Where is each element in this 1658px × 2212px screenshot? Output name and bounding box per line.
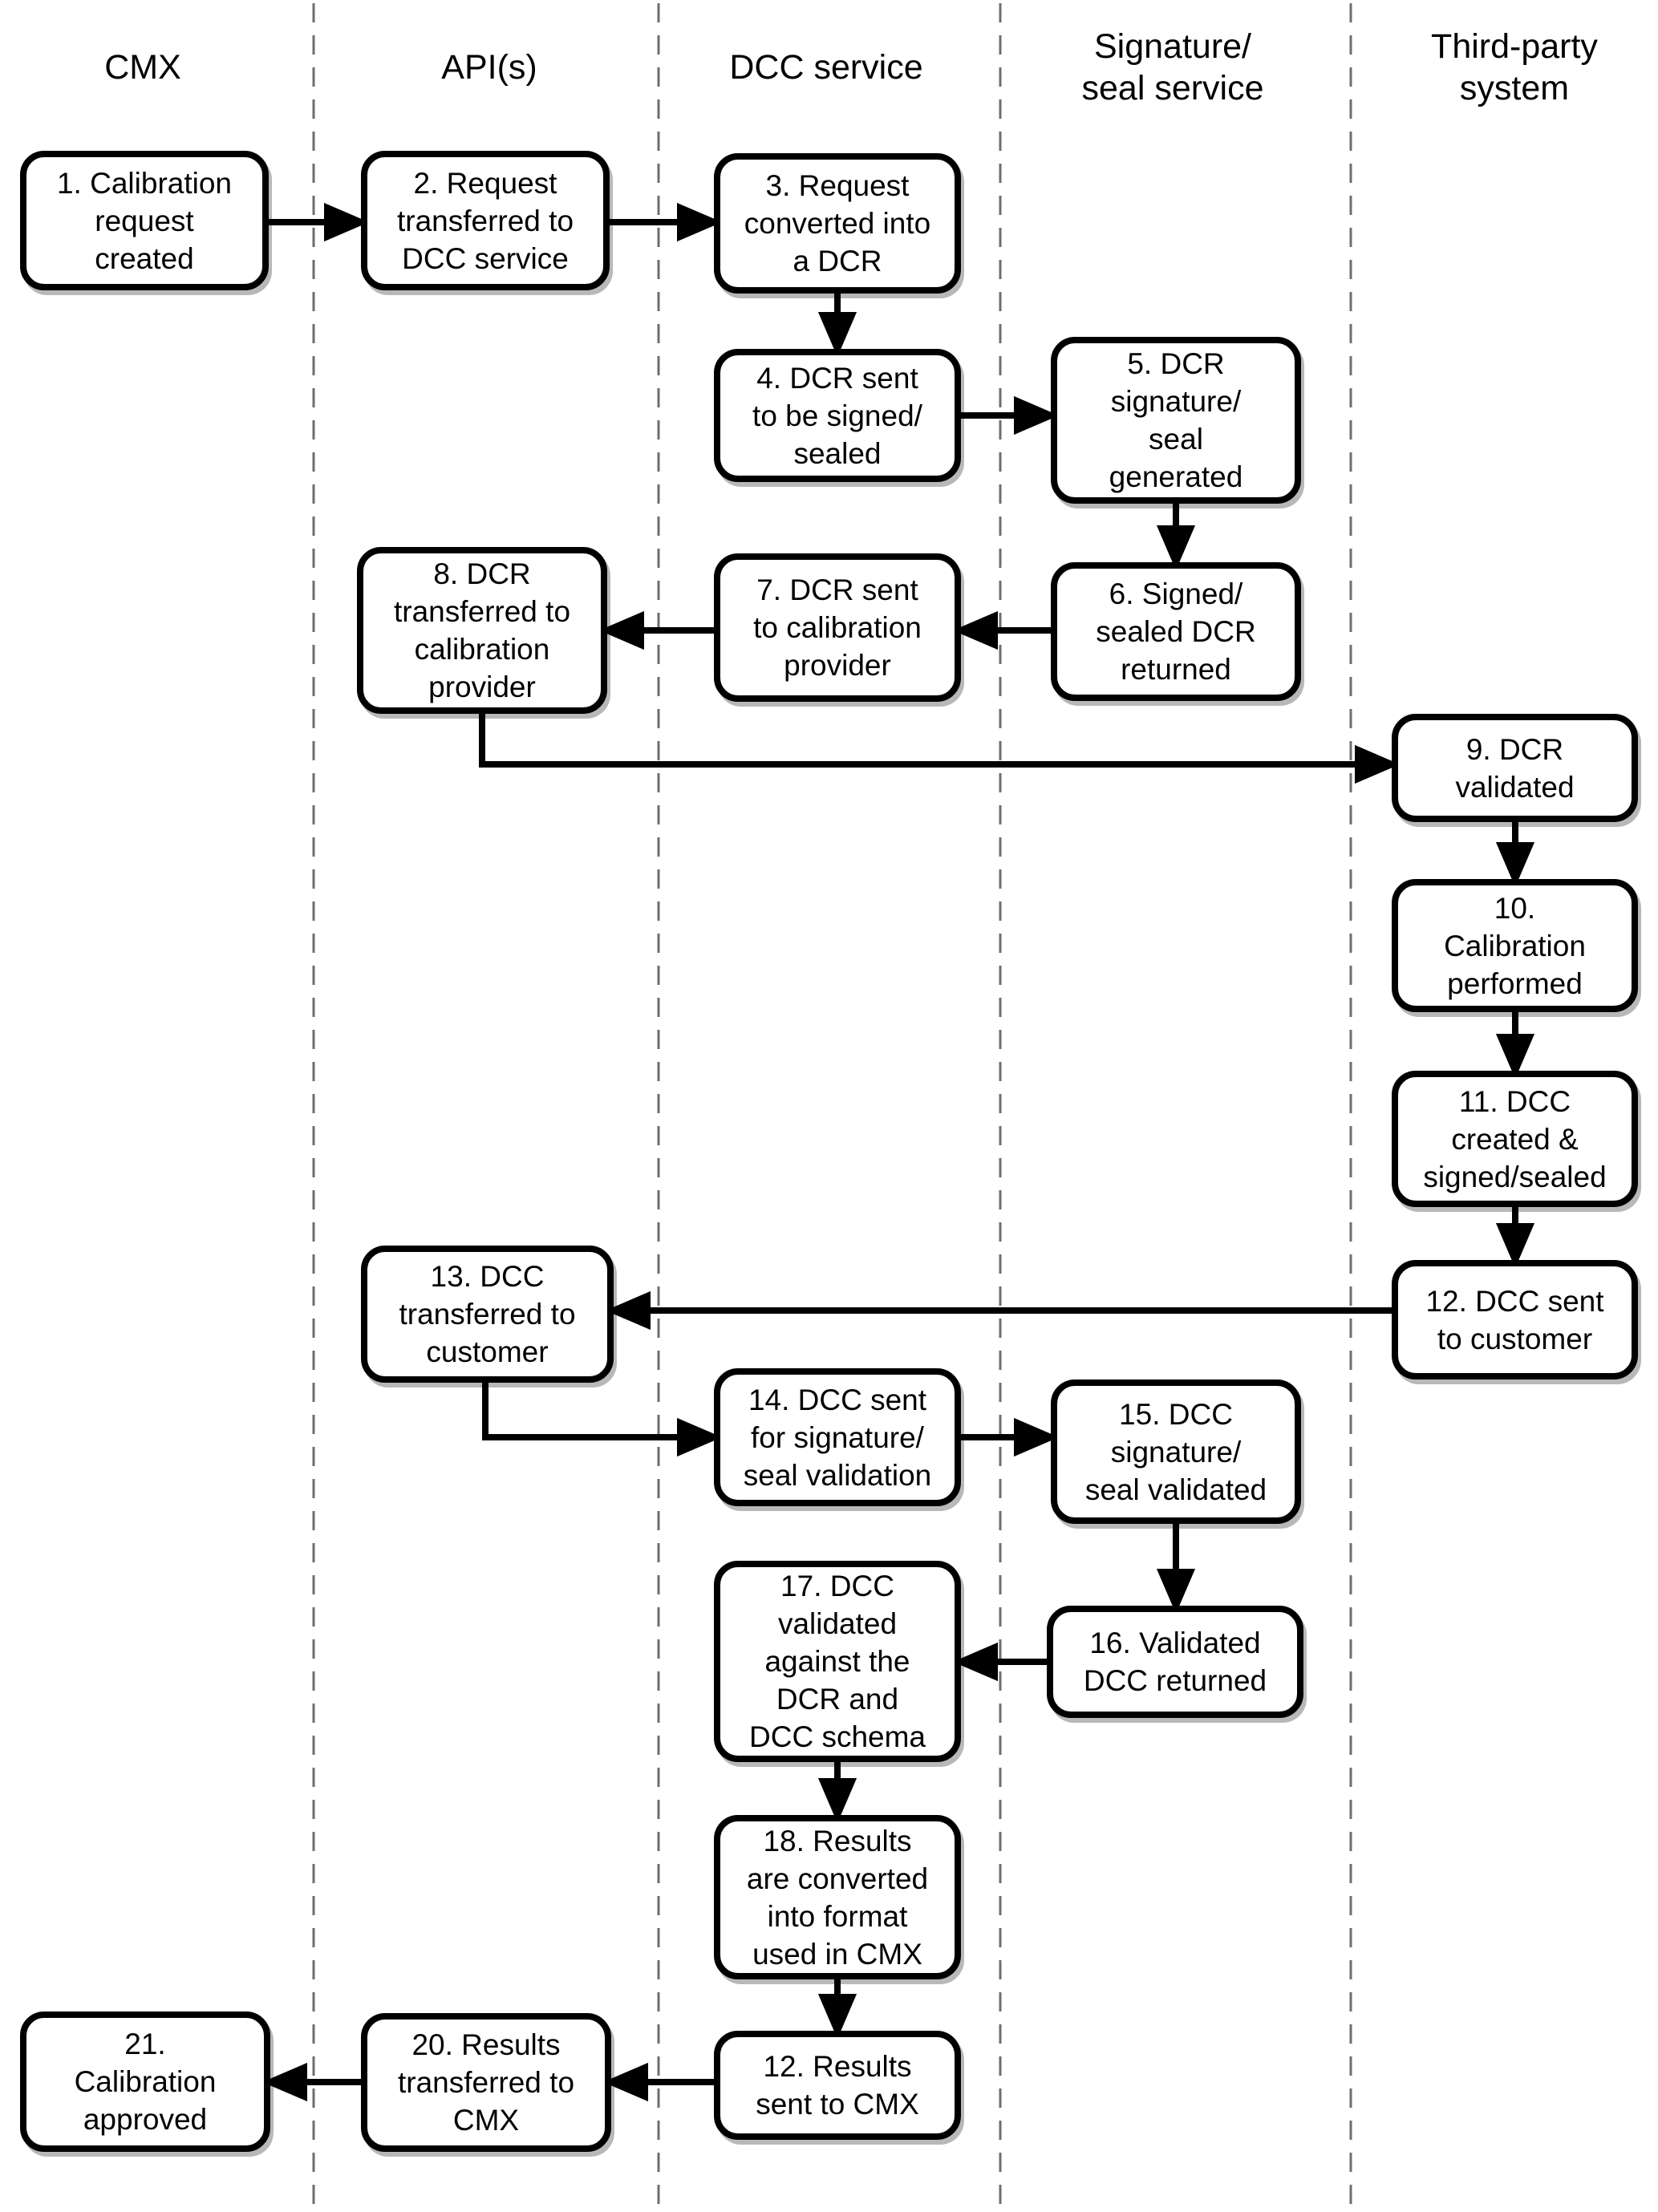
- connector-13-14: [482, 1383, 723, 1457]
- flow-step-4: 4. DCR sent to be signed/ sealed: [714, 349, 961, 482]
- lane-header-third-party: Third-party system: [1431, 27, 1598, 107]
- lane-header-signature-seal: Signature/ seal service: [1081, 27, 1264, 107]
- flow-step-2: 2. Request transferred to DCC service: [361, 151, 610, 290]
- lane-header-apis: API(s): [441, 48, 537, 87]
- flow-step-10: 10. Calibration performed: [1392, 879, 1638, 1012]
- lane-header-dcc-service: DCC service: [729, 48, 923, 87]
- flow-step-18: 18. Results are converted into format us…: [714, 1815, 961, 1979]
- flow-step-5: 5. DCR signature/ seal generated: [1051, 337, 1301, 504]
- flow-step-3: 3. Request converted into a DCR: [714, 153, 961, 294]
- connector-17-18: [817, 1762, 857, 1824]
- flow-step-15: 15. DCC signature/ seal validated: [1051, 1379, 1301, 1524]
- connector-10-11: [1495, 1012, 1535, 1080]
- connector-6-7: [952, 610, 1051, 650]
- connector-16-17: [952, 1642, 1047, 1682]
- connector-7-8: [598, 610, 714, 650]
- connector-20-21: [261, 2062, 361, 2102]
- connector-11-12: [1495, 1207, 1535, 1269]
- connector-2-3: [610, 202, 723, 242]
- flow-step-17: 17. DCC validated against the DCR and DC…: [714, 1561, 961, 1762]
- flow-step-16: 16. Validated DCC returned: [1047, 1606, 1303, 1718]
- flow-step-13: 13. DCC transferred to customer: [361, 1246, 614, 1383]
- connector-1-2: [269, 202, 370, 242]
- flow-step-6: 6. Signed/ sealed DCR returned: [1051, 562, 1301, 701]
- connector-18-19: [817, 1979, 857, 2040]
- connector-9-10: [1495, 822, 1535, 888]
- connector-3-4: [817, 294, 857, 358]
- connector-8-9: [479, 714, 1401, 784]
- flow-step-7: 7. DCR sent to calibration provider: [714, 553, 961, 702]
- connector-12-13: [605, 1290, 1392, 1331]
- flow-step-12: 12. DCC sent to customer: [1392, 1260, 1638, 1379]
- connector-15-16: [1156, 1524, 1196, 1614]
- flow-step-11: 11. DCC created & signed/sealed: [1392, 1071, 1638, 1207]
- flow-step-1: 1. Calibration request created: [20, 151, 269, 290]
- connector-5-6: [1156, 504, 1196, 571]
- flow-step-14: 14. DCC sent for signature/ seal validat…: [714, 1368, 961, 1506]
- flow-step-9: 9. DCR validated: [1392, 714, 1638, 822]
- flow-step-19: 12. Results sent to CMX: [714, 2031, 961, 2140]
- flow-step-21: 21. Calibration approved: [20, 2011, 270, 2152]
- connector-19-20: [602, 2062, 714, 2102]
- lane-header-cmx: CMX: [104, 48, 181, 87]
- connector-4-5: [961, 395, 1060, 436]
- flow-step-20: 20. Results transferred to CMX: [361, 2013, 611, 2152]
- connector-14-15: [961, 1417, 1060, 1457]
- flow-step-8: 8. DCR transferred to calibration provid…: [357, 547, 607, 714]
